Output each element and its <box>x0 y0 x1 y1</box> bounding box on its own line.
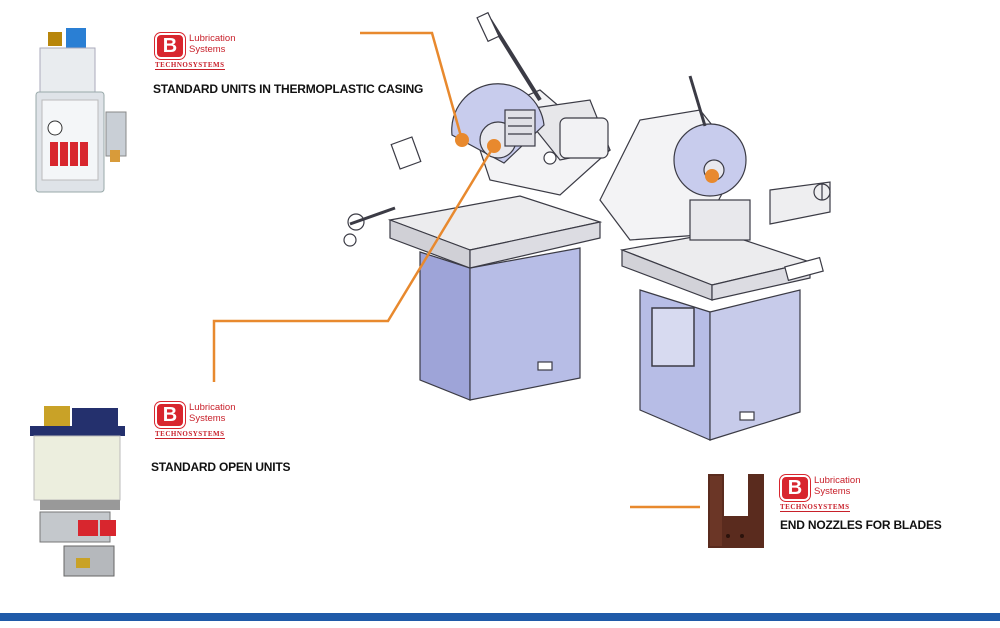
footer-bar <box>0 613 1000 621</box>
brand-b-icon: B <box>155 402 185 428</box>
brand-logo: B Lubrication Systems TECHNOSYSTEMS <box>155 33 236 70</box>
cutting-machine-right <box>599 75 831 441</box>
thermoplastic-unit-image <box>35 28 127 193</box>
brand-name-line2: Systems <box>189 44 226 55</box>
brand-name-line2: Systems <box>189 413 226 424</box>
brand-name-line1: Lubrication <box>189 33 236 44</box>
brand-subname: TECHNOSYSTEMS <box>155 61 225 70</box>
brand-subname: TECHNOSYSTEMS <box>155 430 225 439</box>
caption-thermoplastic: STANDARD UNITS IN THERMOPLASTIC CASING <box>153 82 424 96</box>
brand-subname: TECHNOSYSTEMS <box>780 503 850 512</box>
end-nozzle-image <box>708 474 764 548</box>
open-unit-image <box>30 406 125 577</box>
brand-name-line1: Lubrication <box>189 402 236 413</box>
brand-logo: B Lubrication Systems TECHNOSYSTEMS <box>780 475 861 512</box>
brand-name-line1: Lubrication <box>814 475 861 486</box>
callout-dots <box>455 133 719 183</box>
callout-lines <box>212 31 700 509</box>
brand-b-icon: B <box>780 475 810 501</box>
caption-open-units: STANDARD OPEN UNITS <box>151 460 291 474</box>
brand-name-line2: Systems <box>814 486 851 497</box>
cutting-machine-left <box>343 11 611 401</box>
brand-logo: B Lubrication Systems TECHNOSYSTEMS <box>155 402 236 439</box>
brand-b-icon: B <box>155 33 185 59</box>
caption-end-nozzles: END NOZZLES FOR BLADES <box>780 518 942 532</box>
